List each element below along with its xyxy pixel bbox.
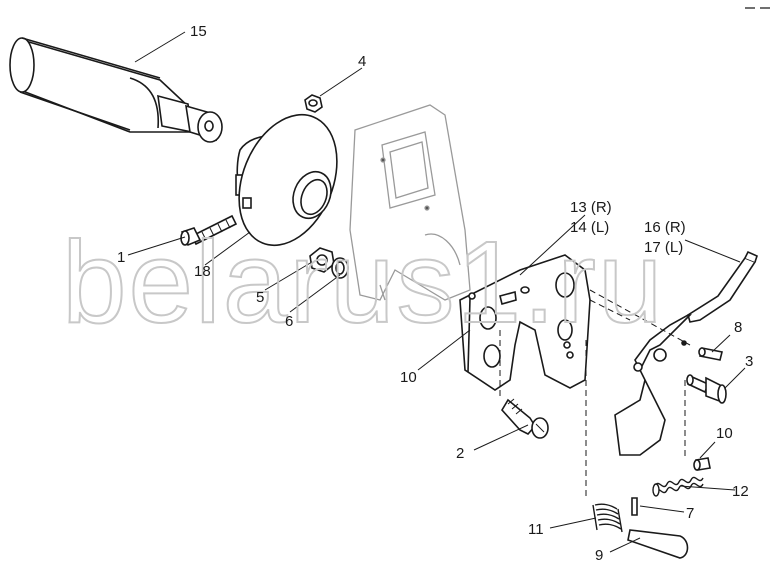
part-washer-6 bbox=[331, 257, 349, 279]
callout-16: 16 (R) bbox=[644, 219, 686, 236]
callout-7: 7 bbox=[686, 505, 694, 522]
part-mounting-plate bbox=[349, 104, 471, 301]
callout-14: 14 (L) bbox=[570, 219, 609, 236]
callout-12: 12 bbox=[732, 483, 749, 500]
callout-10-right: 10 bbox=[716, 425, 733, 442]
part-roll-pin-7 bbox=[631, 497, 638, 516]
part-hub-flange bbox=[235, 113, 338, 247]
part-spring-12 bbox=[652, 476, 704, 497]
assembly-lines bbox=[499, 289, 691, 500]
callout-18: 18 bbox=[194, 263, 211, 280]
part-knob-9 bbox=[627, 529, 689, 559]
callout-3: 3 bbox=[745, 353, 753, 370]
callout-5: 5 bbox=[256, 289, 264, 306]
watermark-text: belarus1.ru bbox=[62, 217, 664, 347]
part-lever bbox=[614, 250, 758, 456]
callout-4: 4 bbox=[358, 53, 366, 70]
part-bracket bbox=[459, 254, 591, 391]
part-handle-rod bbox=[9, 37, 223, 143]
part-bolt-1 bbox=[180, 214, 238, 247]
callout-9: 9 bbox=[595, 547, 603, 564]
leader-lines bbox=[127, 31, 746, 553]
callout-labels: 15 4 1 18 5 6 13 (R) 14 (L) 16 (R) 17 (L… bbox=[117, 23, 753, 564]
callout-8: 8 bbox=[734, 319, 742, 336]
callout-1: 1 bbox=[117, 249, 125, 266]
part-pin-10 bbox=[693, 457, 711, 471]
callout-10-left: 10 bbox=[400, 369, 417, 386]
part-pin-8 bbox=[698, 347, 723, 361]
part-spring-11 bbox=[592, 503, 623, 533]
callout-11: 11 bbox=[528, 521, 544, 538]
callout-2: 2 bbox=[456, 445, 464, 462]
callout-13: 13 (R) bbox=[570, 199, 612, 216]
part-screw-2 bbox=[501, 398, 549, 439]
part-nut-4 bbox=[304, 94, 323, 113]
callout-17: 17 (L) bbox=[644, 239, 683, 256]
part-nut-5 bbox=[309, 247, 335, 273]
part-bolt-3 bbox=[686, 374, 727, 404]
callout-6: 6 bbox=[285, 313, 293, 330]
callout-15: 15 bbox=[190, 23, 207, 40]
